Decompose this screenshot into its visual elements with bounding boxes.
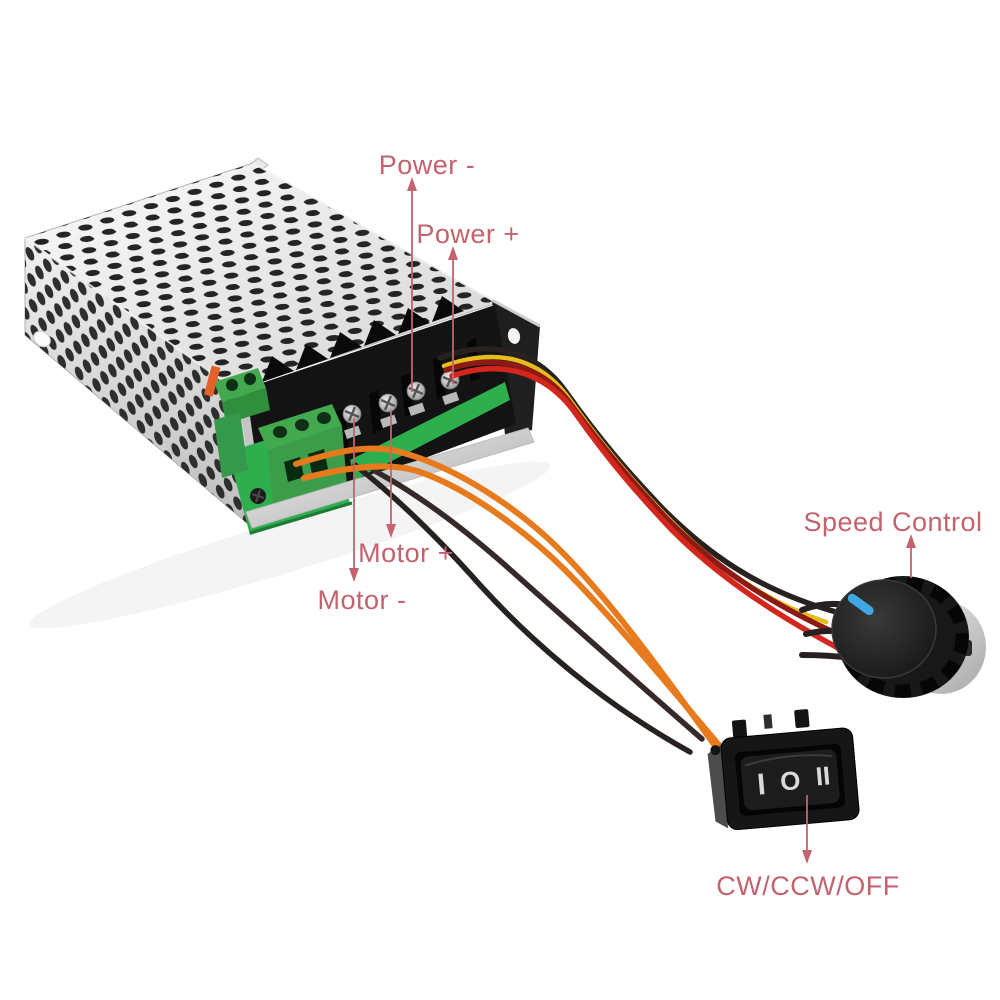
knob-wire-red: [449, 366, 841, 651]
case-shadow: [29, 461, 551, 629]
knob-indicator: [847, 593, 874, 616]
flange-hole: [507, 328, 521, 344]
switch-rocker: [740, 749, 840, 811]
switch-wire-nub-2: [724, 754, 735, 765]
annotation-labels: Power - Power + Motor + Motor - Speed Co…: [317, 150, 982, 901]
speed-control-knob: [831, 576, 986, 698]
terminal-screw-motor-plus: [378, 393, 398, 429]
switch-wire-black-2: [352, 462, 693, 755]
switch-tab-1: [731, 719, 748, 741]
arrowhead-motor-plus: [386, 524, 396, 538]
switch-tab-2: [794, 709, 810, 728]
heatsink-fins: [262, 296, 464, 382]
rocker-highlight: [744, 754, 833, 767]
arrowhead-speed-control: [906, 534, 916, 548]
annotation-arrowheads: [349, 177, 916, 864]
switch-pin: [763, 714, 773, 729]
wire-bundle-knob: [437, 346, 857, 661]
arrowhead-cw-ccw-off: [802, 850, 812, 864]
label-cw-ccw-off: CW/CCW/OFF: [716, 871, 899, 901]
label-power-plus: Power +: [416, 219, 519, 249]
switch-left-side: [707, 744, 729, 829]
switch-wires-orange: [293, 445, 732, 760]
terminal-screw-motor-minus: [342, 404, 362, 440]
case-fold-highlight: [24, 237, 236, 391]
switch-marking-right: II: [814, 760, 831, 791]
label-motor-plus: Motor +: [358, 538, 454, 568]
pcb-edge: [249, 501, 353, 535]
green-terminal-2pin: [214, 368, 270, 478]
switch-marking-left: I: [756, 768, 767, 802]
flange-screw: [250, 488, 266, 504]
switch-wire-nub-1: [710, 745, 721, 756]
rocker-switch: I O II: [707, 709, 860, 831]
right-flange-edge: [491, 298, 541, 328]
wire-bundle-switch: [293, 445, 732, 760]
arrowhead-motor-minus: [349, 568, 359, 582]
switch-wire-black-1: [370, 467, 705, 742]
label-power-minus: Power -: [379, 150, 476, 180]
switch-marking-center: O: [779, 765, 802, 797]
mounting-hole-left: [33, 330, 51, 348]
case-edge-highlight: [252, 162, 498, 304]
knob-face-rim: [831, 579, 937, 679]
annotation-arrows: [353, 185, 912, 856]
label-speed-control: Speed Control: [803, 507, 982, 537]
arrowhead-power-minus: [407, 177, 417, 191]
arrowhead-power-plus: [448, 246, 458, 260]
knob-wire-dark-red: [443, 359, 845, 639]
switch-wire-orange-2: [301, 463, 732, 760]
switch-wire-orange-1: [293, 445, 719, 750]
internal-component: [203, 365, 221, 397]
label-motor-minus: Motor -: [317, 585, 406, 615]
